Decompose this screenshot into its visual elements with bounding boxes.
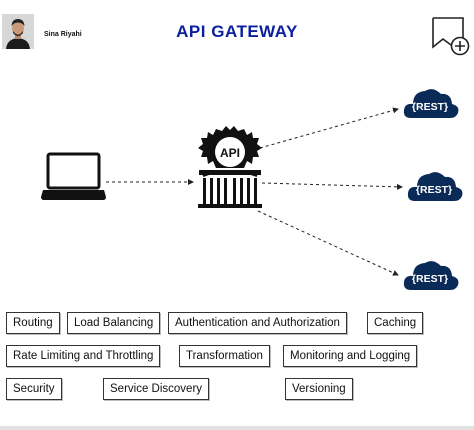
rest-label-1: {REST} [411, 101, 449, 113]
rest-service-cloud-2 [407, 172, 463, 201]
bottom-divider [0, 426, 474, 430]
arrow-gateway-to-service-2 [261, 182, 403, 190]
feature-authentication-authorization: Authentication and Authorization [168, 312, 347, 334]
person-photo-icon [2, 14, 34, 49]
arrow-gateway-to-service-3 [257, 210, 399, 276]
feature-load-balancing: Load Balancing [67, 312, 161, 334]
arrow-gateway-to-service-1 [259, 107, 399, 149]
page-title: API GATEWAY [176, 22, 298, 41]
rest-service-cloud-1 [403, 89, 459, 118]
feature-caching: Caching [367, 312, 424, 334]
api-gateway-icon: API [198, 126, 262, 208]
laptop-icon [41, 152, 106, 200]
author-name: Sina Riyahi [44, 31, 82, 38]
feature-versioning: Versioning [285, 378, 353, 400]
rest-label-2: {REST} [415, 184, 453, 196]
feature-transformation: Transformation [179, 345, 270, 367]
author-avatar [2, 14, 34, 49]
feature-rate-limiting: Rate Limiting and Throttling [6, 345, 161, 367]
gateway-label: API [220, 146, 240, 160]
feature-service-discovery: Service Discovery [103, 378, 210, 400]
api-gateway-diagram: API [41, 89, 463, 290]
bookmark-add-icon[interactable] [431, 16, 471, 58]
feature-routing: Routing [6, 312, 60, 334]
rest-service-cloud-3 [403, 261, 459, 290]
feature-security: Security [6, 378, 62, 400]
feature-monitoring-logging: Monitoring and Logging [283, 345, 418, 367]
rest-label-3: {REST} [411, 273, 449, 285]
